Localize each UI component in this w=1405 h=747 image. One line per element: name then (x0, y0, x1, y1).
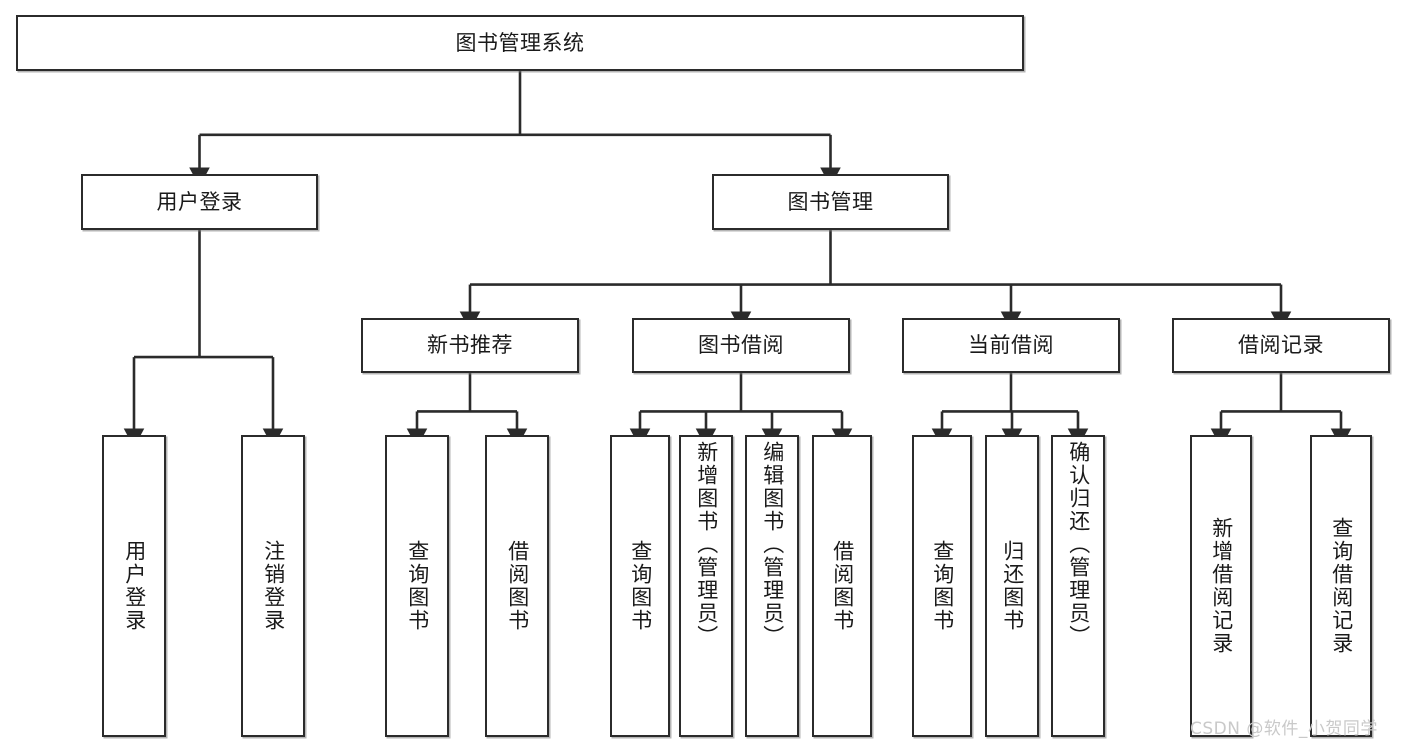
node-leaf-confirm-return[interactable]: 确认归还（管理员） (1051, 435, 1105, 737)
node-label: 查询图书 (628, 540, 653, 632)
node-user-login[interactable]: 用户登录 (81, 174, 318, 230)
node-label: 查询图书 (405, 540, 430, 632)
node-label: 借阅记录 (1238, 333, 1324, 358)
node-label: 借阅图书 (830, 540, 855, 632)
node-leaf-borrow-book-1[interactable]: 借阅图书 (485, 435, 549, 737)
node-book-manage[interactable]: 图书管理 (712, 174, 949, 230)
node-book-borrow[interactable]: 图书借阅 (632, 318, 850, 373)
node-label: 新增图书（管理员） (694, 441, 719, 648)
node-label: 借阅图书 (505, 540, 530, 632)
node-label: 归还图书 (1000, 540, 1025, 632)
node-leaf-query-book-3[interactable]: 查询图书 (912, 435, 972, 737)
node-leaf-return-book[interactable]: 归还图书 (985, 435, 1039, 737)
node-borrow-record[interactable]: 借阅记录 (1172, 318, 1390, 373)
node-leaf-borrow-book-2[interactable]: 借阅图书 (812, 435, 872, 737)
node-label: 图书管理 (787, 189, 874, 214)
node-leaf-query-book-1[interactable]: 查询图书 (385, 435, 449, 737)
node-root[interactable]: 图书管理系统 (16, 15, 1024, 71)
node-label: 用户登录 (122, 540, 147, 632)
node-leaf-add-record[interactable]: 新增借阅记录 (1190, 435, 1252, 737)
node-leaf-edit-book[interactable]: 编辑图书（管理员） (745, 435, 799, 737)
node-label: 新增借阅记录 (1209, 517, 1234, 655)
node-label: 编辑图书（管理员） (760, 441, 785, 648)
node-leaf-add-book[interactable]: 新增图书（管理员） (679, 435, 733, 737)
node-label: 查询借阅记录 (1329, 517, 1354, 655)
node-label: 用户登录 (156, 189, 243, 214)
watermark-label: CSDN @软件_小贺同学 (1190, 719, 1378, 739)
node-label: 图书借阅 (698, 333, 784, 358)
node-label: 查询图书 (930, 540, 955, 632)
node-leaf-query-book-2[interactable]: 查询图书 (610, 435, 670, 737)
node-label: 注销登录 (261, 540, 286, 632)
node-leaf-query-record[interactable]: 查询借阅记录 (1310, 435, 1372, 737)
node-leaf-logout[interactable]: 注销登录 (241, 435, 305, 737)
node-label: 新书推荐 (427, 333, 513, 358)
node-label: 当前借阅 (968, 333, 1054, 358)
node-current-borrow[interactable]: 当前借阅 (902, 318, 1120, 373)
node-label: 确认归还（管理员） (1066, 441, 1091, 648)
node-new-book-recommend[interactable]: 新书推荐 (361, 318, 579, 373)
node-label: 图书管理系统 (455, 30, 585, 55)
node-leaf-user-login[interactable]: 用户登录 (102, 435, 166, 737)
